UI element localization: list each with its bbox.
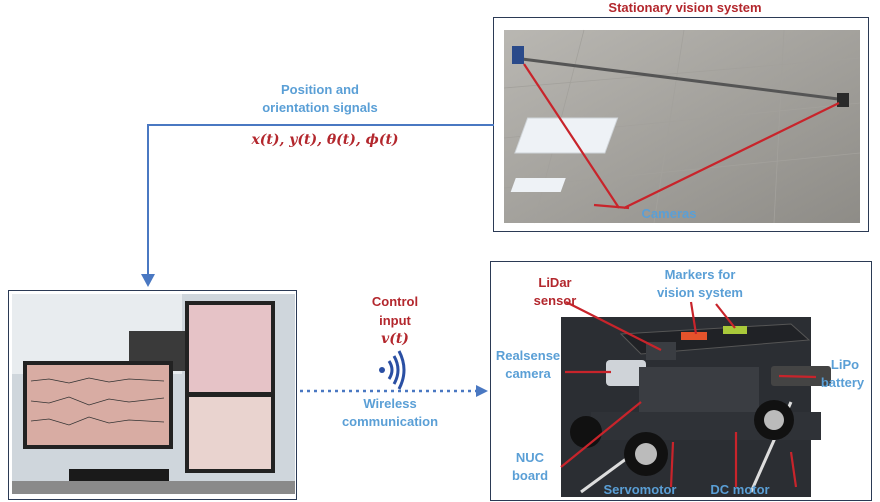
down-arrow-icon <box>141 274 155 287</box>
keyboard <box>69 469 169 481</box>
realsense-camera <box>606 360 646 386</box>
nuc-label-line1: NUC <box>515 450 545 465</box>
workstation-illustration <box>12 294 295 494</box>
lipo-label-line2: battery <box>820 375 865 390</box>
servomotor-label: Servomotor <box>603 482 677 497</box>
wireless-signal-icon <box>379 350 406 390</box>
markers-label-line2: vision system <box>657 285 743 300</box>
feedback-line <box>147 124 149 274</box>
signals-label-line1: Position and <box>281 82 359 97</box>
camera-rail <box>513 56 847 102</box>
control-label-line2: input <box>379 313 411 328</box>
camera-icon <box>837 93 849 107</box>
realsense-label-line1: Realsense <box>495 348 561 363</box>
control-formula: v(t) <box>381 331 409 347</box>
ceiling-light-panel <box>510 178 566 192</box>
wireless-label-line2: communication <box>341 414 439 429</box>
car-photo-panel <box>490 261 872 501</box>
orange-marker <box>681 332 707 340</box>
dc-motor-label: DC motor <box>710 482 770 497</box>
realsense-label-line2: camera <box>505 366 551 381</box>
green-marker <box>723 326 747 334</box>
lidar-label-line2: sensor <box>533 293 577 308</box>
markers-label-line1: Markers for <box>664 267 736 282</box>
nuc-label-line2: board <box>511 468 549 483</box>
wheel <box>570 416 602 448</box>
lipo-label-line1: LiPo <box>830 357 860 372</box>
pc-workstation-photo <box>8 290 297 500</box>
control-label-line1: Control <box>371 294 419 309</box>
ceiling-illustration <box>503 29 861 224</box>
chassis-body <box>639 367 759 417</box>
cameras-label: Cameras <box>641 206 697 221</box>
lidar-label-line1: LiDar <box>538 275 572 290</box>
camera-icon <box>512 46 524 64</box>
wireless-label-line1: Wireless <box>363 396 417 411</box>
vision-system-photo: Cameras <box>493 17 869 232</box>
signals-label-line2: orientation signals <box>262 100 378 115</box>
signals-formula: x(t), y(t), θ(t), ϕ(t) <box>251 132 399 148</box>
car-illustration <box>560 301 831 497</box>
vision-system-title: Stationary vision system <box>608 0 762 15</box>
feedback-line <box>148 124 494 126</box>
ceiling-light-panel <box>514 117 619 154</box>
right-arrow-icon <box>476 385 488 397</box>
